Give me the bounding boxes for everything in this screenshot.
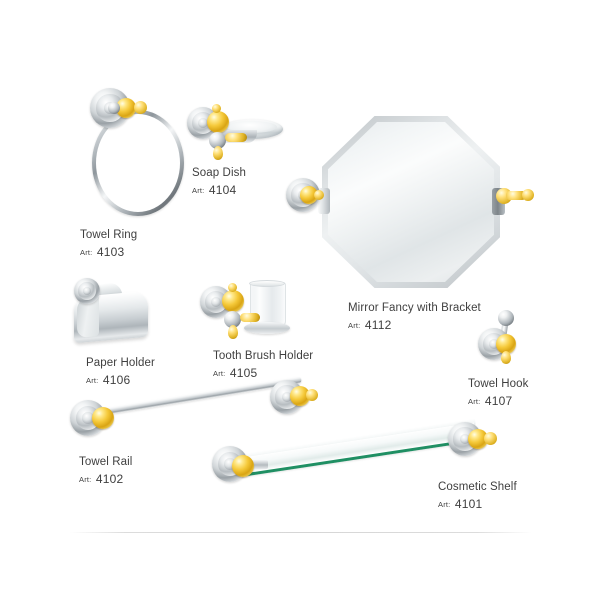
gold-knob-icon	[290, 386, 310, 406]
gold-knob-icon	[222, 290, 244, 312]
product-image-towel-hook	[472, 310, 542, 370]
gold-finial-icon	[306, 389, 318, 401]
product-label-towel-rail: Towel Rail Art: 4102	[79, 456, 132, 488]
product-name: Towel Ring	[80, 229, 138, 241]
product-name: Soap Dish	[192, 167, 246, 179]
towel-ring-loop	[92, 110, 184, 216]
tumbler-holder-base	[244, 322, 290, 334]
mirror-glass-face	[328, 122, 494, 282]
gold-arm-icon	[240, 313, 260, 322]
product-art-code: Art: 4102	[79, 471, 124, 486]
wall-rosette-icon	[74, 278, 100, 304]
product-name: Mirror Fancy with Bracket	[348, 302, 481, 314]
gold-knob-icon	[116, 98, 136, 118]
product-label-paper-holder: Paper Holder Art: 4106	[86, 357, 155, 389]
gold-arm-icon	[225, 133, 247, 142]
product-label-soap-dish: Soap Dish Art: 4104	[192, 167, 246, 199]
chrome-ball-icon	[498, 310, 514, 326]
gold-finial-icon	[213, 146, 223, 160]
mirror-bracket-right	[494, 182, 540, 212]
product-art-code: Art: 4104	[192, 182, 237, 197]
product-name: Tooth Brush Holder	[213, 350, 314, 362]
gold-knob-icon	[300, 186, 318, 204]
product-name: Towel Hook	[468, 378, 529, 390]
chrome-ball-icon	[209, 132, 226, 149]
mirror-bracket-left	[286, 176, 328, 216]
product-label-cosmetic-shelf: Cosmetic Shelf Art: 4101	[438, 481, 517, 513]
gold-finial-icon	[228, 325, 238, 339]
gold-arm-icon	[506, 191, 526, 200]
product-art-code: Art: 4103	[80, 244, 125, 259]
product-label-tooth-brush-holder: Tooth Brush Holder Art: 4105	[213, 350, 313, 382]
gold-finial-icon	[522, 189, 534, 201]
tumbler-rim	[249, 280, 285, 287]
product-label-mirror-fancy-with-bracket: Mirror Fancy with Bracket Art: 4112	[348, 302, 481, 334]
product-name: Towel Rail	[79, 456, 133, 468]
chrome-ball-icon	[108, 102, 120, 114]
gold-knob-icon	[92, 407, 114, 429]
wall-rosette-icon	[70, 400, 106, 436]
product-image-towel-rail	[66, 376, 326, 444]
product-label-towel-ring: Towel Ring Art: 4103	[80, 229, 137, 261]
product-art-code: Art: 4101	[438, 496, 483, 511]
product-art-code: Art: 4107	[468, 393, 513, 408]
gold-finial-icon	[484, 432, 497, 445]
product-label-towel-hook: Towel Hook Art: 4107	[468, 378, 528, 410]
gold-finial-icon	[501, 351, 511, 364]
product-name: Cosmetic Shelf	[438, 481, 517, 493]
gold-stud-icon	[314, 190, 324, 200]
product-image-soap-dish	[185, 103, 305, 163]
product-art-code: Art: 4106	[86, 372, 131, 387]
product-image-paper-holder	[66, 276, 176, 348]
gold-ball-icon	[228, 283, 237, 292]
gold-knob-icon	[496, 334, 516, 354]
product-image-cosmetic-shelf	[212, 418, 512, 498]
product-art-code: Art: 4112	[348, 317, 392, 332]
product-name: Paper Holder	[86, 357, 155, 369]
gold-ball-icon	[134, 101, 147, 114]
gold-ball-icon	[212, 104, 221, 113]
gold-knob-icon	[232, 455, 254, 477]
product-art-code: Art: 4105	[213, 365, 258, 380]
gold-knob-icon	[468, 429, 488, 449]
cosmetic-shelf-clamp-left	[242, 460, 268, 469]
product-image-towel-ring	[78, 88, 198, 223]
product-image-tooth-brush-holder	[200, 280, 310, 350]
product-image-mirror-fancy-with-bracket	[318, 116, 505, 288]
footer-divider	[70, 532, 532, 533]
gold-knob-icon	[207, 111, 229, 133]
chrome-ball-icon	[224, 311, 241, 328]
